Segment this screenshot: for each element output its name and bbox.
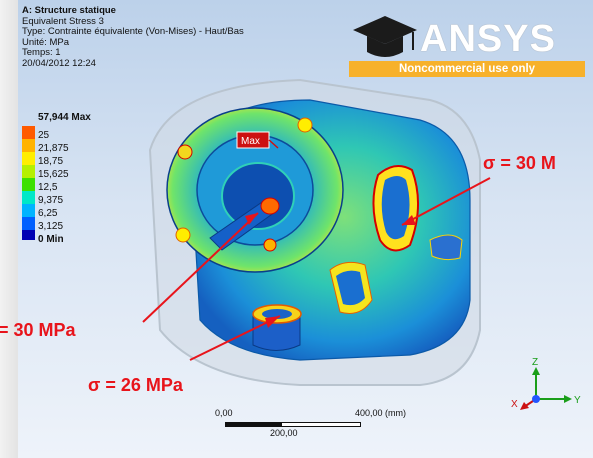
scale-label-end: 400,00 (mm)	[355, 408, 407, 418]
result-unit: Unité: MPa	[22, 36, 69, 48]
left-border	[0, 0, 18, 458]
z-arrow	[532, 367, 540, 375]
x-label: X	[511, 399, 518, 410]
max-probe-pointer	[268, 139, 279, 149]
ansys-logo	[353, 16, 417, 57]
bolt-hole	[177, 144, 193, 160]
legend-row: 3,125	[22, 217, 142, 236]
legend-row: 6,25	[22, 204, 142, 223]
arrow-left	[142, 212, 259, 323]
legend-label: 18,75	[38, 156, 64, 167]
legend-row: 15,625	[22, 165, 142, 184]
nozzle-bore	[262, 309, 292, 319]
legend-swatch	[22, 230, 35, 240]
triad-origin	[532, 395, 540, 403]
z-label: Z	[532, 357, 538, 368]
legend-row: 9,375	[22, 191, 142, 210]
scale-label-start: 0,00	[215, 408, 233, 418]
noncommercial-banner: Noncommercial use only	[349, 61, 585, 77]
bolt-hole	[263, 238, 277, 252]
arrow-head	[265, 316, 280, 328]
max-probe-label: Max	[241, 136, 260, 147]
side-window-inner	[381, 176, 410, 240]
legend-label: 3,125	[38, 221, 64, 232]
bolt-hole	[297, 117, 313, 133]
scale-label-mid: 200,00	[270, 428, 298, 438]
legend-swatch	[22, 178, 35, 192]
shaft-hotspot	[260, 197, 280, 215]
annotation-top-right: σ = 30 M	[483, 153, 556, 173]
y-label: Y	[574, 395, 581, 406]
legend-swatch	[22, 165, 35, 179]
scale-segment-dark	[225, 422, 281, 427]
legend-label: 6,25	[38, 208, 58, 219]
annotation-left: = 30 MPa	[0, 320, 76, 340]
scale-bar: 0,00 400,00 (mm) 200,00	[215, 408, 435, 438]
legend-label: 25	[38, 130, 50, 141]
legend-label-min: 0 Min	[38, 234, 64, 245]
legend-swatch	[22, 217, 35, 231]
legend-row: 18,75	[22, 152, 142, 171]
arrow-head	[402, 215, 416, 225]
result-header: A: Structure statique Equivalent Stress …	[22, 5, 244, 69]
legend-row: 0 Min	[22, 230, 142, 249]
legend-row: 25	[22, 126, 142, 145]
arrow-bottom	[189, 315, 281, 361]
axis-triad[interactable]: Z Y X	[506, 357, 586, 427]
analysis-title: A: Structure statique	[22, 5, 116, 16]
arrow-top-right	[401, 177, 491, 226]
result-name: Equivalent Stress 3	[22, 15, 104, 27]
legend-label: 9,375	[38, 195, 64, 206]
graduation-cap-icon	[353, 16, 417, 57]
result-date: 20/04/2012 12:24	[22, 57, 96, 69]
legend-label: 15,625	[38, 169, 69, 180]
annotation-bottom: σ = 26 MPa	[88, 375, 183, 395]
x-arrow	[520, 402, 529, 410]
legend-label: 21,875	[38, 143, 69, 154]
legend-swatch	[22, 139, 35, 153]
bolt-hole	[175, 227, 191, 243]
ansys-wordmark: ANSYS	[420, 18, 556, 60]
y-arrow	[564, 395, 572, 403]
legend-swatch	[22, 191, 35, 205]
scale-segment-light	[281, 422, 361, 427]
arrow-head	[245, 213, 258, 225]
legend-label: 12,5	[38, 182, 58, 193]
legend-label-max: 57,944 Max	[38, 112, 91, 123]
legend-swatch	[22, 204, 35, 218]
legend-swatch	[22, 126, 35, 140]
lower-window-inner	[336, 270, 365, 306]
legend-row: 12,5	[22, 178, 142, 197]
result-type: Type: Contrainte équivalente (Von-Mises)…	[22, 26, 244, 37]
right-boss	[429, 234, 463, 261]
legend-row: 21,875	[22, 139, 142, 158]
result-time: Temps: 1	[22, 47, 61, 58]
legend-swatch	[22, 152, 35, 166]
